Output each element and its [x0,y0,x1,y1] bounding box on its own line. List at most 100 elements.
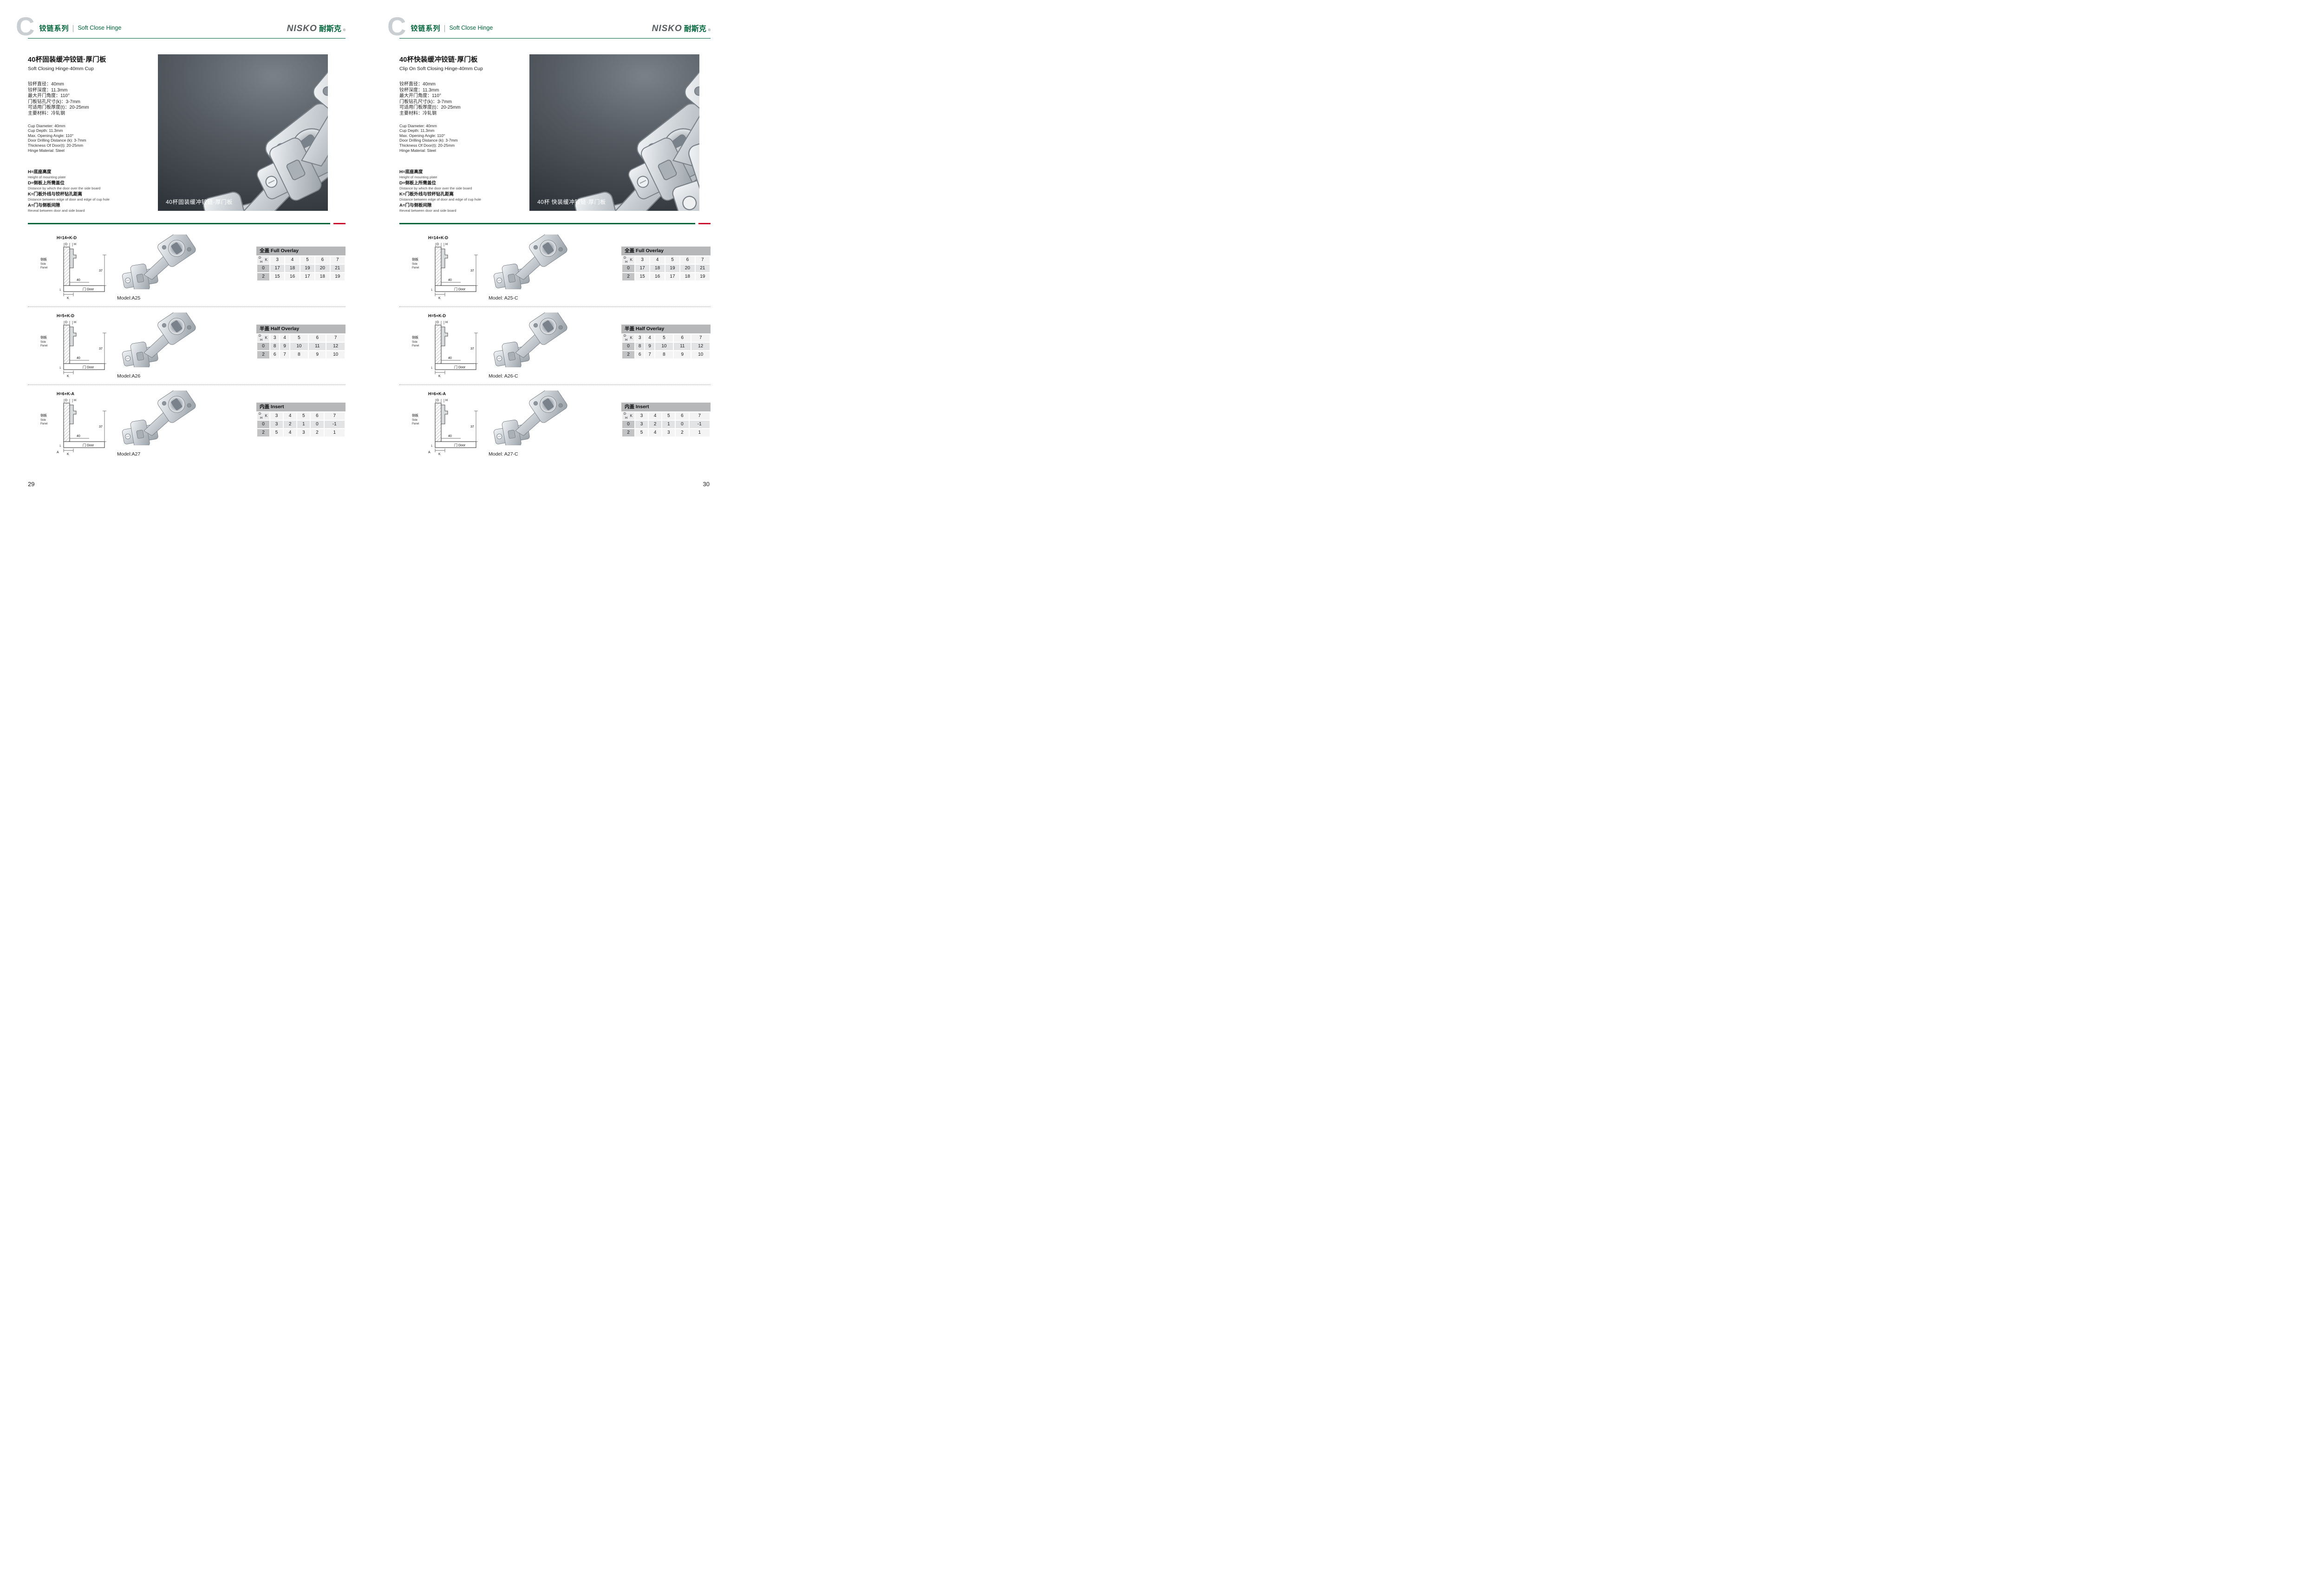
label-40: 40 [77,435,80,438]
product-info: 40杯固装缓冲铰链·厚门板 Soft Closing Hinge-40mm Cu… [28,54,154,214]
product-title-en: Soft Closing Hinge-40mm Cup [28,66,94,72]
table-title: 全盖 Full Overlay [256,246,346,255]
label-37: 37 [470,347,474,351]
diagram-formula: H=14+K-D [57,235,77,240]
corner-d: D [624,334,626,338]
label-door: 门 Door [454,287,466,291]
cell: 10 [290,342,308,350]
spec-line: Hinge Material: Steel [399,148,436,153]
legend-en: Height of mounting plate [28,175,66,179]
cell: 15 [270,273,285,280]
corner-k: K [265,335,267,340]
page-number: 29 [28,481,35,488]
model-label: Model:A25 [117,295,141,301]
header-rule [28,38,346,39]
k-value: 4 [285,256,300,264]
k-value: 6 [676,412,689,420]
label-side-panel-cn: 侧板 [40,335,47,339]
series-title-cn: 铰链系列 [411,24,441,33]
product-intro: 40杯快装缓冲铰链·厚门板 Clip On Soft Closing Hinge… [399,54,711,214]
label-d: D [65,243,67,246]
spec-line: Cup Depth: 11.3mm [28,128,63,133]
legend-item: K=门板外线与铰杯钻孔距离 Distance between edge of d… [399,192,526,202]
sections: H=14+K-D D H 侧板 Side Panel 40 37 K 1 门 D… [28,229,346,463]
label-h: H [74,321,76,324]
label-door: 门 Door [83,287,94,291]
cell: 17 [665,273,680,280]
product-intro: 40杯固装缓冲铰链·厚门板 Soft Closing Hinge-40mm Cu… [28,54,346,214]
cell: 9 [309,351,326,358]
k-value: 3 [270,256,285,264]
cell: 6 [270,351,280,358]
divider-green [399,223,695,224]
table-row: 2 15 16 17 18 19 [257,273,345,280]
label-side-panel-cn: 侧板 [412,257,418,261]
spec-line: Cup Depth: 11.3mm [399,128,435,133]
overlay-table: 半盖 Half Overlay D H K 3 4 5 6 7 0 8 9 10… [621,324,711,359]
legend-cn: D=侧板上所需盖位 [28,181,65,186]
brand-name-cn: 耐斯克 [319,25,341,33]
spec-line: 主要材料：冷轧钢 [399,111,437,116]
label-h: H [445,399,448,402]
label-a: A [428,451,430,454]
hinge-shape [489,313,571,367]
spec-line: Max. Opening Angle: 110° [28,133,74,138]
hinge-shape [117,235,200,289]
installation-diagram: H=5+K-D D H 侧板 Side Panel 40 37 K 1 门 Do… [40,313,106,378]
header-divider [444,25,445,32]
label-40: 40 [448,357,452,360]
photo-caption: 40杯固装缓冲铰链·厚门板 [166,199,233,205]
diagram-formula: H=5+K-D [57,313,75,318]
cell: 19 [300,264,315,272]
plate-profile [69,248,77,268]
side-panel-hatch [435,247,441,286]
cell: 6 [635,351,645,358]
label-40: 40 [77,279,80,282]
spec-line: 铰杯直径：40mm [28,82,64,87]
cell: 2 [676,429,689,436]
label-side-panel-cn: 侧板 [40,257,47,261]
h-value: 0 [622,420,634,428]
spec-line: 可适用门板厚度(t)：20-25mm [28,105,89,111]
h-value: 2 [257,429,269,436]
corner-cell: D H K [622,412,634,420]
corner-h: H [260,260,263,264]
cell: 0 [676,420,689,428]
corner-h: H [625,416,628,420]
hinge-illustration [489,391,571,445]
series-title-en: Soft Close Hinge [78,25,122,31]
door-profile [435,441,476,448]
cell: 11 [674,342,691,350]
dimension-legend: H=底座高度 Height of mounting plate D=侧板上所需盖… [399,169,526,213]
corner-k: K [630,413,633,418]
specs-cn: 铰杯直径：40mm 铰杯深度：11.3mm 最大开门角度：110° 门板钻孔尺寸… [399,82,526,117]
cell: 3 [662,429,675,436]
label-1: 1 [431,367,433,370]
dimension-table: D H K 3 4 5 6 7 0 3 2 1 0 -1 2 5 [621,411,711,437]
page-header: C 铰链系列 Soft Close Hinge NISKO 耐斯克 ® [16,13,346,39]
legend-en: Distance between edge of door and edge o… [28,197,110,202]
hinge-shape [117,391,200,445]
cell: 2 [649,420,662,428]
dimension-table: D H K 3 4 5 6 7 0 8 9 10 11 12 2 6 [621,333,711,359]
spec-line: 最大开门角度：110° [28,93,70,99]
cell: 9 [674,351,691,358]
overlay-table: 内盖 Insert D H K 3 4 5 6 7 0 3 2 1 0 -1 [256,402,346,437]
table-title: 内盖 Insert [256,402,346,411]
h-value: 2 [257,273,269,280]
hinge-illustration-block: Model: A26-C [489,313,572,379]
label-37: 37 [470,425,474,429]
corner-h: H [260,338,263,342]
k-value: 7 [326,334,345,342]
label-side-panel-en2: Panel [40,423,47,425]
legend-cn: A=门与侧板间隙 [399,203,432,208]
section-divider [28,223,346,224]
legend-item: H=底座高度 Height of mounting plate [399,169,526,179]
header-rule [399,38,711,39]
dimension-table: D H K 3 4 5 6 7 0 8 9 10 11 12 2 6 [256,333,346,359]
k-value: 5 [297,412,310,420]
table-row: 2 6 7 8 9 10 [257,351,345,358]
product-title-cn: 40杯固装缓冲铰链·厚门板 [28,56,106,64]
hinge-shape [489,235,571,289]
cell: 12 [326,342,345,350]
